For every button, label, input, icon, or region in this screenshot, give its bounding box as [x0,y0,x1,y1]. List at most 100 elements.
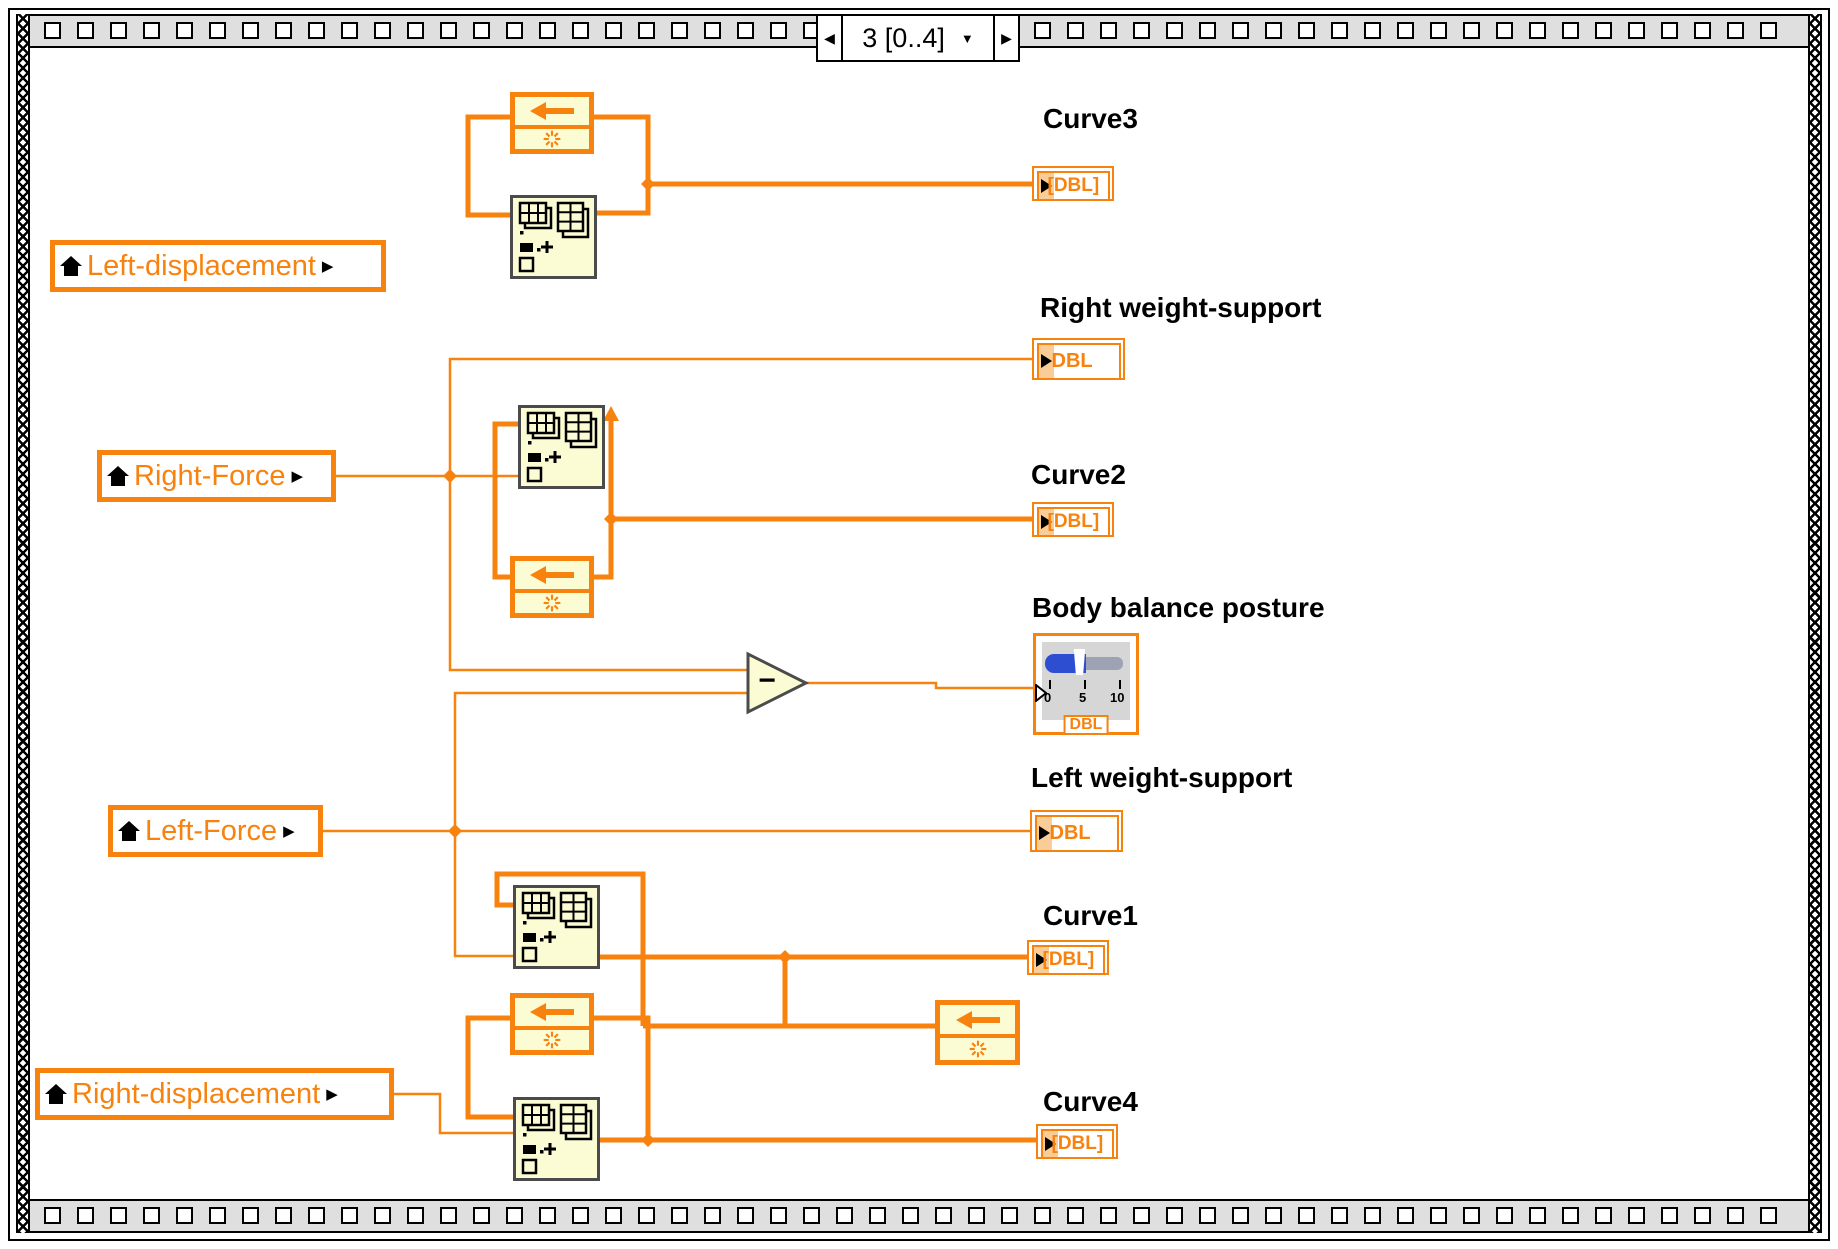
sequence-border-square [1034,22,1051,39]
insert-into-array-node-2[interactable] [518,405,605,489]
sequence-border-square [671,1207,688,1224]
local-variable-left-force[interactable]: Left-Force ▶ [108,805,323,857]
terminal-arrow-icon [1038,826,1050,840]
sequence-frame-selector[interactable]: ◀ 3 [0..4] ▼ ▶ [816,14,1020,62]
sequence-border-square [1397,22,1414,39]
sequence-border-square [473,1207,490,1224]
tick-label: 10 [1110,690,1125,705]
sequence-border-square [473,22,490,39]
sequence-border-square [1760,22,1777,39]
sequence-border-square [176,1207,193,1224]
feedback-node-1[interactable] [510,92,594,154]
sequence-border-square [1595,22,1612,39]
sequence-border-square [1265,22,1282,39]
sequence-border-square [1430,1207,1447,1224]
curve1-terminal[interactable]: [DBL] [1027,940,1109,975]
wire-right-displacement[interactable] [394,1092,513,1135]
sequence-border-square [1199,1207,1216,1224]
body-balance-posture-label: Body balance posture [1032,592,1325,623]
wire-array2-left-loop[interactable] [492,421,518,580]
sequence-border-square [1133,1207,1150,1224]
insert-into-array-node-1[interactable] [510,195,597,279]
wire-feedback3-left-loop[interactable] [465,1015,513,1120]
feedback-node-2[interactable] [510,556,594,618]
tick-label: 0 [1044,690,1052,705]
left-weight-support-terminal[interactable]: DBL [1030,810,1123,852]
wire-right-weight-support[interactable] [448,357,1032,476]
sequence-border-square [1496,1207,1513,1224]
previous-frame-button[interactable]: ◀ [818,16,843,60]
local-variable-label: Right-Force [134,459,286,492]
right-weight-support-terminal[interactable]: DBL [1032,338,1125,380]
frame-selector-value[interactable]: 3 [0..4] ▼ [843,16,993,60]
sequence-border-square [143,22,160,39]
wire-subtract-bottom-input[interactable] [453,691,748,831]
sequence-border-square [1727,22,1744,39]
sequence-border-square [539,1207,556,1224]
curve3-terminal[interactable]: [DBL] [1032,166,1114,201]
home-icon [60,256,82,276]
local-variable-left-displacement[interactable]: Left-displacement ▶ [50,240,386,292]
sequence-border-square [1034,1207,1051,1224]
body-balance-posture-terminal[interactable]: 0 5 10 DBL [1033,633,1139,735]
sequence-border-square [1331,22,1348,39]
local-variable-label: Left-Force [145,814,278,847]
sequence-border-square [902,1207,919,1224]
curve2-terminal[interactable]: [DBL] [1032,502,1114,537]
home-icon [118,821,140,841]
wire-feedback3-right-loop[interactable] [594,1015,651,1140]
sequence-border-square [1694,1207,1711,1224]
window-border [8,8,1830,1241]
wire-subtract-output[interactable] [806,681,1033,690]
local-variable-label: Left-displacement [87,249,316,282]
sequence-border-square [1430,22,1447,39]
sequence-border-square [737,22,754,39]
sequence-border-square [1232,1207,1249,1224]
wire-array2-right-loop[interactable] [594,414,614,580]
feedback-node-4[interactable] [935,1000,1020,1065]
right-arrow-icon: ▶ [1001,29,1012,46]
wire-subtract-top-input[interactable] [448,476,748,672]
wire-junction [448,824,462,838]
sequence-structure-border-bottom [30,1199,1808,1233]
terminal-input-nub [1035,684,1047,702]
wire-feedback1-left-loop[interactable] [465,114,510,218]
chevron-down-icon[interactable]: ▼ [960,30,974,46]
terminal-type-text: DBL [1063,715,1109,735]
sequence-border-square [374,1207,391,1224]
curve4-terminal[interactable]: [DBL] [1036,1124,1118,1159]
wire-array3-input[interactable] [453,831,513,958]
wire-feedback1-right-loop[interactable] [594,114,651,216]
local-variable-right-displacement[interactable]: Right-displacement ▶ [35,1068,394,1120]
terminal-type-text: [DBL] [1042,948,1095,970]
sequence-border-square [1463,1207,1480,1224]
terminal-arrow-icon [1035,952,1047,967]
subtract-function[interactable] [745,651,809,715]
sequence-border-square [704,22,721,39]
sequence-border-square [209,22,226,39]
insert-into-array-node-4[interactable] [513,1097,600,1181]
sequence-border-square [1265,1207,1282,1224]
subtract-glyph: − [758,664,776,697]
sequence-border-square [275,1207,292,1224]
wire-feedback4-left-loop[interactable] [494,871,646,1026]
sequence-border-square [968,1207,985,1224]
sequence-border-square [407,22,424,39]
slider-track [1086,657,1123,670]
sequence-border-square [209,1207,226,1224]
slider-icon: 0 5 10 [1042,642,1130,720]
sequence-border-square [110,1207,127,1224]
insert-into-array-node-3[interactable] [513,885,600,969]
sequence-border-square [275,22,292,39]
sequence-border-square [44,1207,61,1224]
local-variable-right-force[interactable]: Right-Force ▶ [97,450,336,502]
sequence-border-square [1364,22,1381,39]
feedback-node-3[interactable] [510,993,594,1055]
sequence-border-square [341,22,358,39]
feedback-arrow-icon [515,561,589,593]
sequence-border-square [308,1207,325,1224]
next-frame-button[interactable]: ▶ [993,16,1018,60]
feedback-arrow-icon [515,97,589,129]
sequence-border-square [374,22,391,39]
sequence-border-square [308,22,325,39]
